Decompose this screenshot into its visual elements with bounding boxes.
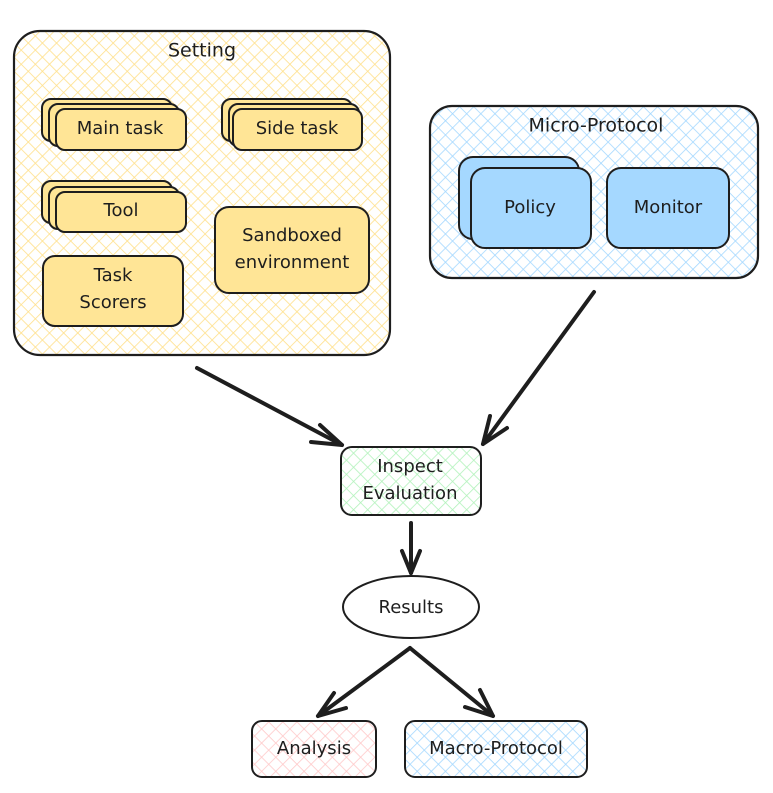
tool-label: Tool	[103, 200, 139, 221]
micro-protocol-group: Micro-Protocol Policy Monitor	[428, 104, 760, 280]
side-task-node[interactable]: Side task	[221, 98, 363, 151]
setting-title: Setting	[168, 40, 236, 62]
arrow-setting-to-inspect	[195, 366, 344, 447]
sandboxed-environment-node[interactable]: Sandboxed environment	[214, 206, 370, 294]
micro-protocol-title: Micro-Protocol	[529, 115, 664, 137]
task-scorers-node[interactable]: Task Scorers	[42, 255, 184, 327]
policy-label: Policy	[504, 197, 556, 218]
main-task-node[interactable]: Main task	[41, 98, 187, 151]
results-node[interactable]: Results	[342, 575, 480, 639]
analysis-node[interactable]: Analysis	[251, 720, 377, 778]
macro-protocol-node[interactable]: Macro-Protocol	[404, 720, 588, 778]
arrow-inspect-to-results	[400, 521, 422, 575]
task-scorers-line1: Task	[93, 265, 133, 286]
arrow-results-to-analysis	[316, 646, 412, 718]
inspect-label-line1: Inspect	[377, 456, 443, 477]
task-scorers-line2: Scorers	[79, 292, 146, 313]
side-task-label: Side task	[256, 118, 339, 139]
sandboxed-label-line1: Sandboxed	[242, 225, 342, 246]
monitor-label: Monitor	[634, 197, 703, 218]
results-label: Results	[379, 597, 444, 618]
monitor-node[interactable]: Monitor	[606, 167, 730, 249]
sandboxed-label-line2: environment	[235, 252, 350, 273]
inspect-label-line2: Evaluation	[363, 483, 458, 504]
analysis-label: Analysis	[277, 738, 351, 759]
policy-node[interactable]: Policy	[458, 156, 592, 249]
setting-group: Setting Main task Side task Tool Sandbox…	[12, 29, 392, 357]
arrow-micro-to-inspect	[481, 290, 596, 446]
main-task-label: Main task	[77, 118, 164, 139]
arrow-results-to-macro	[408, 646, 495, 718]
inspect-evaluation-node[interactable]: Inspect Evaluation	[340, 446, 482, 516]
macro-protocol-label: Macro-Protocol	[429, 738, 563, 759]
tool-node[interactable]: Tool	[41, 180, 187, 233]
